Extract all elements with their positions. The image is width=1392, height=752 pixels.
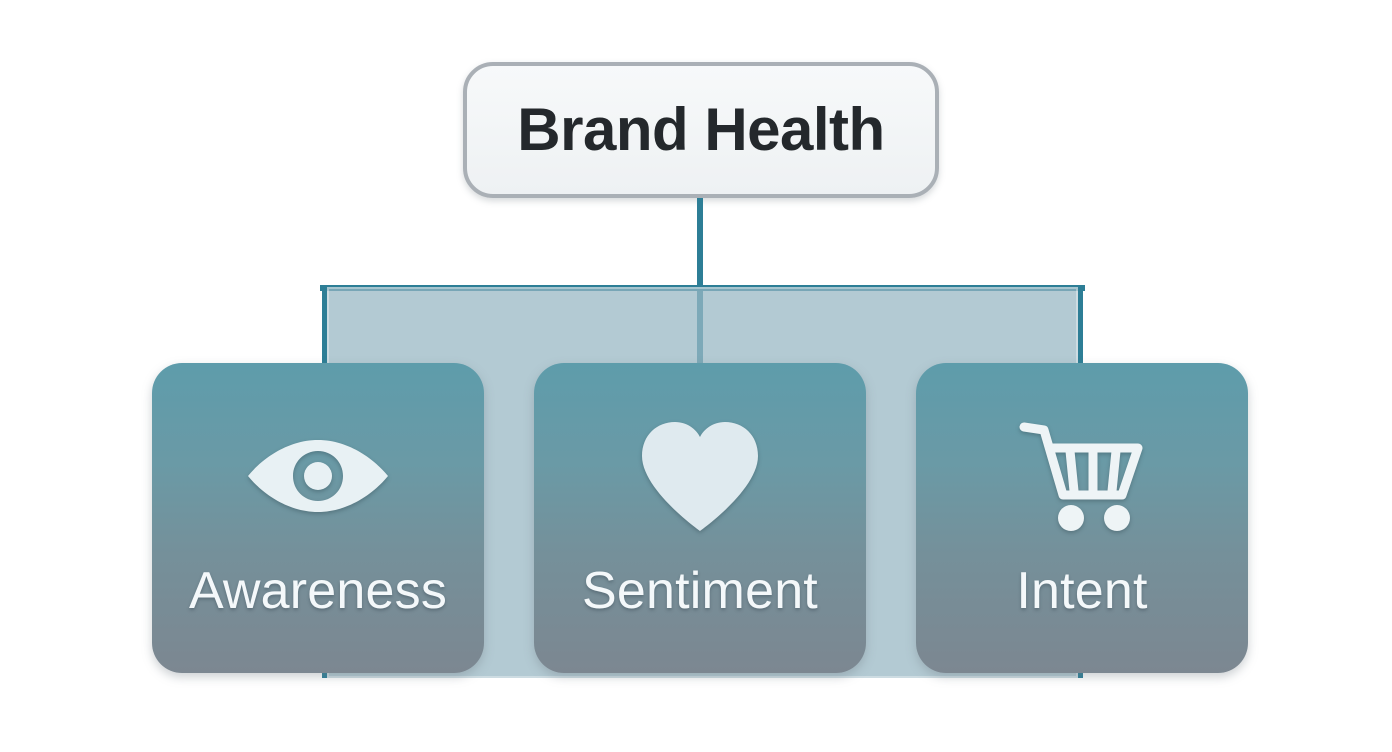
eye-icon	[242, 421, 394, 531]
root-node-brand-health[interactable]: Brand Health	[463, 62, 939, 198]
shopping-cart-icon	[1018, 421, 1146, 531]
metric-card-sentiment[interactable]: Sentiment	[534, 363, 866, 673]
metric-card-awareness[interactable]: Awareness	[152, 363, 484, 673]
metric-card-label: Sentiment	[582, 562, 818, 620]
root-node-label: Brand Health	[517, 96, 885, 163]
metric-card-label: Intent	[1016, 562, 1148, 620]
metric-card-intent[interactable]: Intent	[916, 363, 1248, 673]
metric-card-label: Awareness	[188, 562, 448, 620]
metric-card-row: Awareness Sentiment	[152, 363, 1248, 673]
connector-root-to-bus	[697, 198, 703, 290]
heart-icon	[636, 421, 764, 531]
